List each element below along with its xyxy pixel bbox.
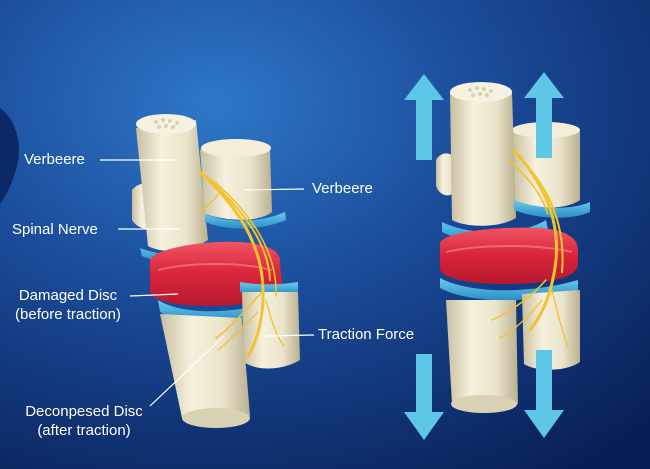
leader-lines	[100, 159, 315, 407]
right-vertebra-back-top	[512, 124, 580, 208]
left-spine	[132, 114, 300, 428]
right-cartilage-back-upper	[514, 200, 590, 218]
arrow-up-right-icon	[524, 72, 564, 158]
label-damaged-disc-line1: Damaged Disc	[18, 287, 118, 304]
leader-traction-force	[265, 334, 315, 337]
label-decompressed-disc-line1: Deconpesed Disc	[25, 403, 143, 420]
label-verbeere-left: Verbeere	[24, 151, 85, 168]
left-vertebra-back-lower	[242, 292, 300, 369]
left-cartilage-back-upper	[205, 212, 286, 229]
right-spinal-nerve	[491, 148, 569, 347]
label-damaged-disc-line2: (before traction)	[15, 306, 121, 323]
leader-damaged-disc	[129, 293, 179, 297]
label-spinal-nerve: Spinal Nerve	[12, 221, 98, 238]
right-vertebra-lower-base	[451, 395, 517, 413]
label-verbeere-right: Verbeere	[312, 180, 373, 197]
label-decompressed-disc: Deconpesed Disc (after traction)	[16, 402, 152, 440]
label-traction-force: Traction Force	[318, 326, 415, 343]
left-vertebra-upper-pores	[154, 118, 179, 129]
traction-arrows	[404, 72, 564, 440]
right-disc	[440, 227, 578, 284]
left-edge-shape	[0, 108, 20, 204]
right-vertebra-upper	[450, 92, 516, 226]
left-cartilage-back-lower	[240, 282, 298, 295]
leader-decompressed-disc	[149, 335, 225, 407]
label-damaged-disc: Damaged Disc (before traction)	[6, 286, 130, 324]
left-vertebra-back-top	[200, 141, 272, 220]
left-spinal-nerve	[198, 170, 285, 358]
right-spine	[436, 82, 590, 413]
right-disc-highlight	[445, 245, 573, 253]
right-vertebra-upper-pores	[468, 86, 493, 97]
arrow-up-left-icon	[404, 74, 444, 160]
right-vertebra-lower	[446, 300, 518, 412]
leader-verbeere-right	[243, 188, 305, 191]
right-vertebra-back-lower	[522, 290, 580, 370]
left-vertebra-lower-base	[182, 408, 250, 428]
right-transverse-process	[436, 153, 456, 196]
left-vertebra-back-top-face	[201, 139, 271, 157]
arrow-down-left-icon	[404, 354, 444, 440]
left-vertebra-upper	[136, 120, 208, 251]
arrow-down-right-icon	[524, 350, 564, 438]
label-decompressed-disc-line2: (after traction)	[37, 422, 131, 439]
right-vertebra-upper-face	[450, 82, 512, 102]
